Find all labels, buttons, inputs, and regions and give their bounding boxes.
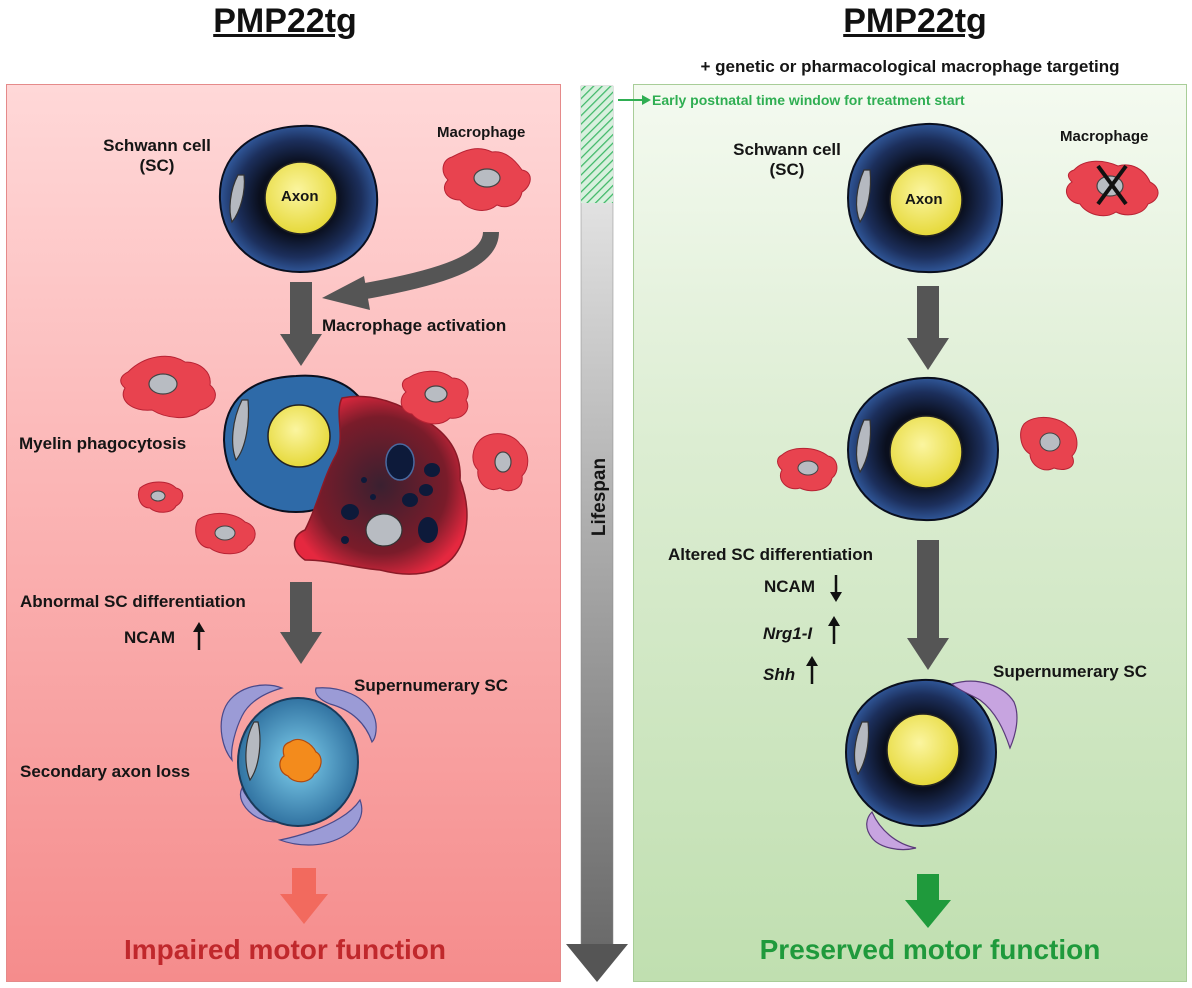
left-schwann-label: Schwann cell (SC) [103, 136, 211, 175]
left-macrophage-top [442, 148, 531, 211]
left-sc-nucleus [229, 174, 245, 224]
right-schwann-cell-middle [846, 376, 1000, 522]
left-ncam-up-arrow [193, 622, 205, 650]
left-macrophage-3 [400, 370, 469, 425]
right-differentiation-label: Altered SC differentiation [668, 545, 873, 564]
left-ncam-label: NCAM [124, 628, 175, 647]
treatment-window-label: Early postnatal time window for treatmen… [652, 92, 965, 108]
right-schwann-cell-bottom [844, 678, 998, 828]
right-outcome: Preserved motor function [759, 934, 1101, 965]
right-supernumerary-label: Supernumerary SC [993, 662, 1147, 681]
left-macrophage-5 [137, 481, 184, 513]
right-macrophage-2 [777, 447, 838, 492]
activation-label: Macrophage activation [322, 316, 507, 335]
right-flow-arrow-1 [907, 286, 949, 370]
left-macrophage-4 [472, 433, 529, 492]
right-outcome-arrow [905, 874, 951, 928]
right-ncam-label: NCAM [764, 577, 815, 596]
right-ncam-down-arrow [830, 575, 842, 602]
left-outcome: Impaired motor function [124, 934, 446, 965]
right-nrg-up-arrow [828, 616, 840, 644]
left-supernumerary-sc [220, 684, 377, 846]
right-macrophage-3 [1020, 417, 1078, 471]
right-shh-up-arrow [806, 656, 818, 684]
left-schwann-cell [218, 124, 379, 274]
right-nrg-label: Nrg1-I [763, 624, 813, 643]
left-title: PMP22tg [213, 2, 357, 40]
activation-arrow [358, 231, 499, 300]
right-macrophage-targeted [1065, 160, 1159, 217]
left-macrophage-2 [120, 355, 216, 418]
left-supernumerary-label: Supernumerary SC [354, 676, 508, 695]
left-outcome-arrow [280, 868, 328, 924]
activation-arrowhead [322, 276, 370, 310]
phagocytosis-label: Myelin phagocytosis [19, 434, 187, 453]
degenerating-axon-fiber [237, 697, 359, 827]
right-title: PMP22tg [843, 2, 987, 40]
right-axon-label: Axon [905, 191, 943, 208]
lifespan-arrow [566, 85, 628, 982]
axon-loss-label: Secondary axon loss [20, 762, 191, 781]
left-flow-arrow-2 [280, 582, 322, 664]
right-macrophage-label: Macrophage [1060, 128, 1149, 145]
right-schwann-label: Schwann cell (SC) [733, 140, 841, 179]
right-axon [889, 163, 963, 237]
left-differentiation-label: Abnormal SC differentiation [20, 592, 246, 611]
lifespan-label: Lifespan [589, 457, 610, 537]
right-flow-arrow-2 [907, 540, 949, 670]
right-shh-label: Shh [763, 665, 796, 684]
right-subtitle: + genetic or pharmacological macrophage … [700, 57, 1120, 76]
left-axon [264, 161, 338, 235]
right-supernumerary-sc [866, 680, 1018, 851]
left-axon-label: Axon [281, 188, 319, 205]
left-macrophage-label: Macrophage [437, 124, 526, 141]
left-flow-arrow-1 [280, 282, 322, 366]
treatment-window-arrow [618, 95, 651, 105]
left-macrophage-6 [195, 513, 256, 555]
phagocytosing-macrophage [293, 395, 468, 575]
right-schwann-cell [846, 122, 1004, 274]
